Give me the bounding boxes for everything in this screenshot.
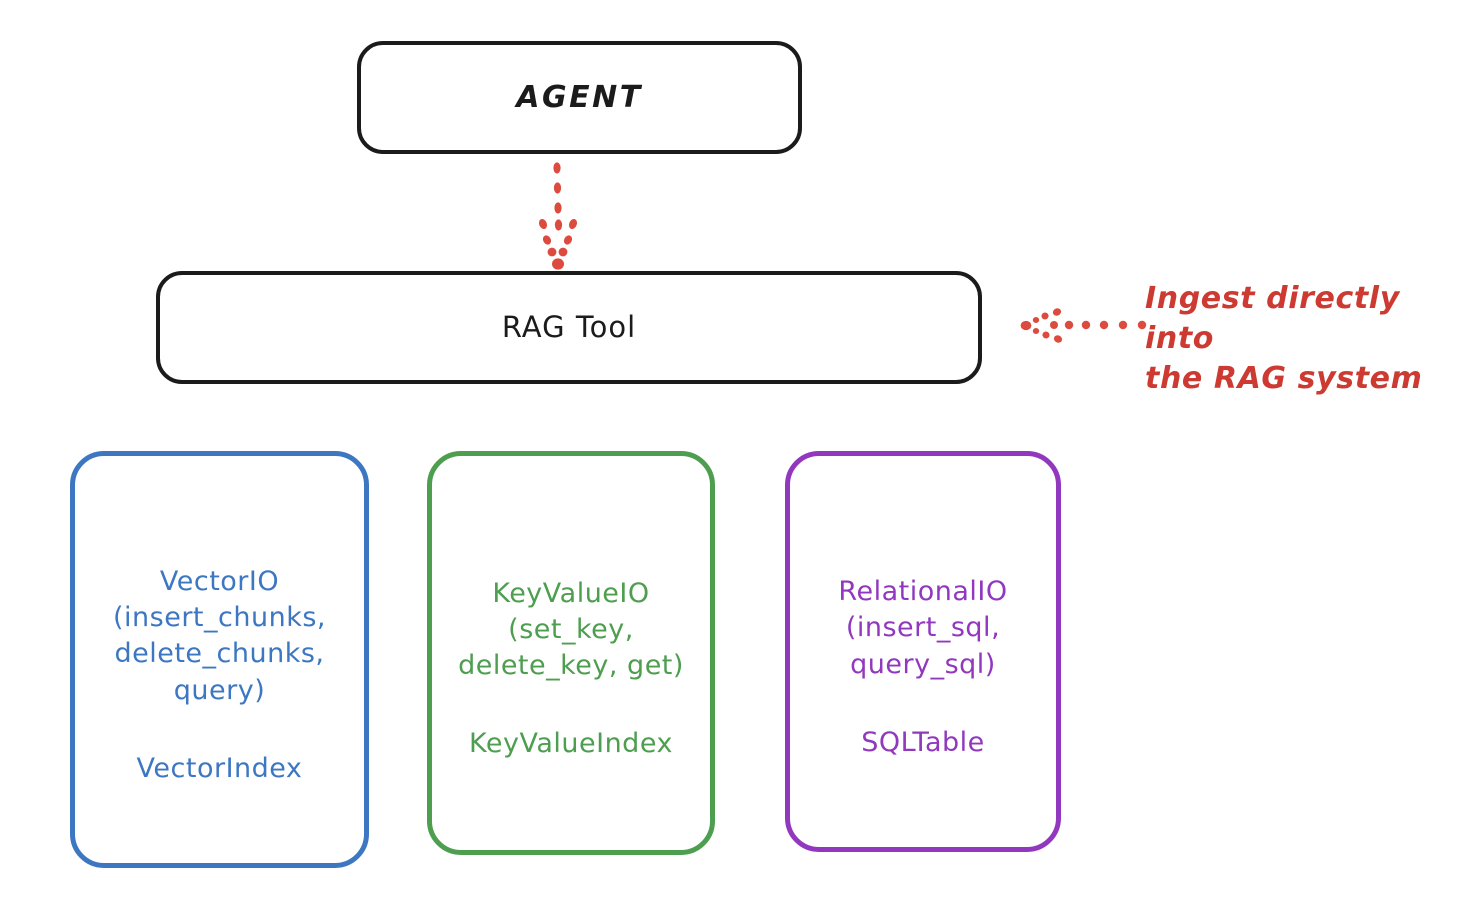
- node-relational-io[interactable]: RelationalIO (insert_sql, query_sql) SQL…: [785, 451, 1061, 852]
- arrow-left-icon: [1020, 308, 1147, 343]
- node-relational-io-api-label: RelationalIO (insert_sql, query_sql): [838, 576, 1008, 680]
- node-agent-label: AGENT: [516, 80, 643, 115]
- node-relational-io-content: RelationalIO (insert_sql, query_sql) SQL…: [838, 574, 1007, 761]
- node-relational-io-index-label: SQLTable: [861, 726, 985, 758]
- node-key-value-io-content: KeyValueIO (set_key, delete_key, get) Ke…: [458, 576, 684, 763]
- connector-agent-to-rag: [538, 162, 578, 270]
- node-key-value-io[interactable]: KeyValueIO (set_key, delete_key, get) Ke…: [427, 451, 715, 855]
- connector-note-to-rag: [1020, 308, 1147, 343]
- node-vector-io-api-label: VectorIO (insert_chunks, delete_chunks, …: [113, 566, 326, 706]
- annotation-ingest-note: Ingest directly into the RAG system: [1145, 281, 1423, 396]
- arrow-down-icon: [538, 162, 578, 270]
- node-agent[interactable]: AGENT: [357, 41, 802, 154]
- node-rag-tool-label: RAG Tool: [501, 309, 637, 344]
- node-vector-io[interactable]: VectorIO (insert_chunks, delete_chunks, …: [70, 451, 369, 868]
- node-rag-tool[interactable]: RAG Tool: [156, 271, 982, 384]
- node-key-value-io-api-label: KeyValueIO (set_key, delete_key, get): [458, 577, 684, 681]
- node-vector-io-index-label: VectorIndex: [136, 752, 303, 784]
- node-key-value-io-index-label: KeyValueIndex: [469, 728, 673, 760]
- node-vector-io-content: VectorIO (insert_chunks, delete_chunks, …: [113, 564, 326, 787]
